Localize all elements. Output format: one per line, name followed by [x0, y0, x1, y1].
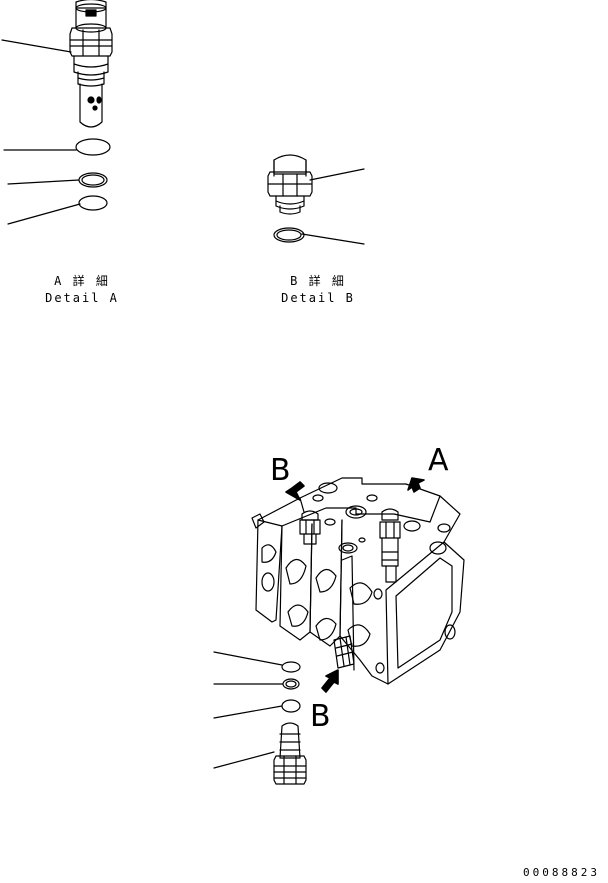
arrow-a — [407, 477, 425, 493]
detail-b-title-en: Detail B — [281, 291, 355, 305]
arrow-b-bottom — [321, 669, 339, 693]
leader-line — [309, 168, 365, 181]
view-label-a: A — [428, 443, 449, 478]
drawing-code: 00088823 — [523, 866, 600, 879]
arrow-b-top — [285, 481, 305, 501]
detail-a-title-jp: A 詳 細 — [54, 274, 110, 288]
leader-line — [213, 651, 283, 666]
view-label-b-top: B — [270, 453, 291, 488]
detail-a-title-en: Detail A — [45, 291, 119, 305]
leader-line — [1, 39, 72, 53]
detail-b-title-jp: B 詳 細 — [290, 274, 346, 288]
backup-ring-lower — [78, 195, 108, 211]
leader-line — [7, 179, 80, 185]
o-ring-b — [273, 227, 305, 243]
o-ring-main — [282, 678, 300, 690]
leader-line — [301, 233, 365, 245]
o-ring-a — [78, 172, 108, 188]
leader-line — [213, 751, 275, 769]
control-valve-assembly — [251, 477, 465, 685]
backup-ring-upper — [75, 138, 111, 156]
backup-ring-main-upper — [281, 661, 301, 673]
view-label-b-bottom: B — [310, 699, 331, 734]
leader-line — [213, 705, 283, 719]
plug-main — [273, 722, 307, 785]
backup-ring-main-lower — [281, 699, 301, 713]
plug — [267, 154, 313, 215]
leader-line — [7, 203, 81, 225]
relief-valve-cartridge — [69, 0, 113, 128]
